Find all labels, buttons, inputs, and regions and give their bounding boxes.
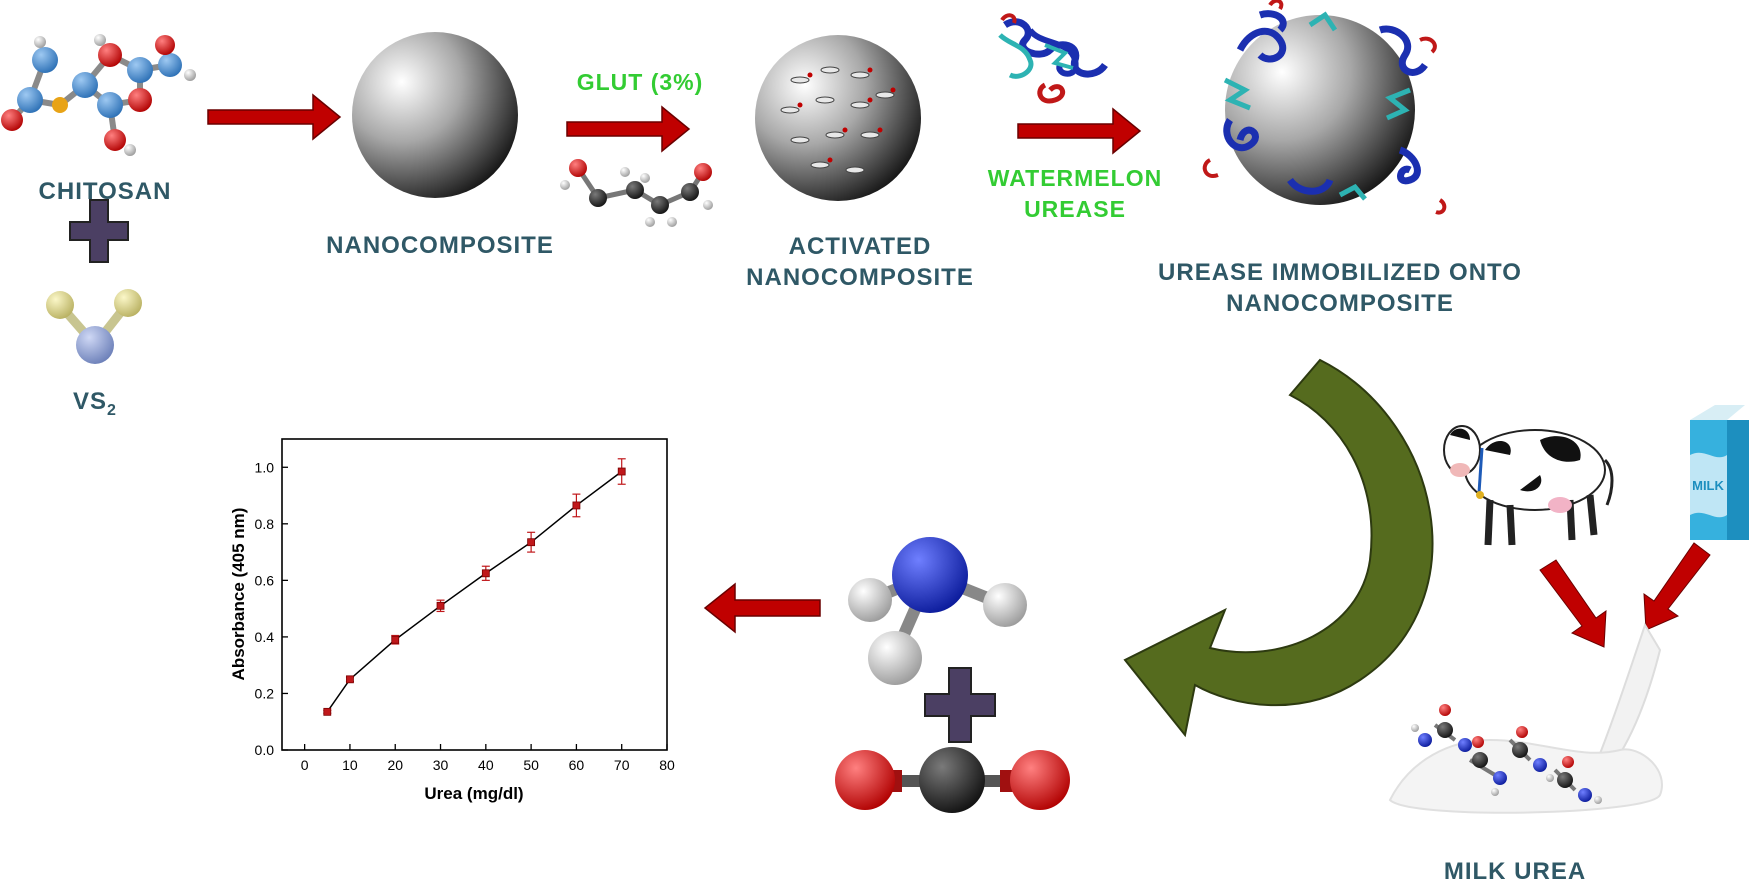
cow-icon bbox=[1443, 425, 1614, 546]
data-markers bbox=[323, 467, 626, 716]
data-point bbox=[617, 467, 626, 476]
x-tick-label: 10 bbox=[342, 757, 358, 773]
data-point bbox=[481, 569, 490, 578]
glutaraldehyde-molecule-icon bbox=[560, 159, 713, 227]
product-to-chart-arrow bbox=[703, 582, 821, 634]
watermelon-urease-label: WATERMELON UREASE bbox=[960, 163, 1190, 225]
error-bars bbox=[323, 458, 626, 714]
milk-carton-label: MILK bbox=[1692, 478, 1724, 493]
urease-enzyme-icon bbox=[998, 13, 1108, 104]
nanocomposite-label: NANOCOMPOSITE bbox=[326, 232, 554, 259]
x-axis: 0 10 20 30 40 50 60 70 80 bbox=[301, 744, 675, 773]
immobilized-label-line2: NANOCOMPOSITE bbox=[1226, 290, 1454, 317]
activated-sphere-icon bbox=[755, 35, 921, 201]
x-tick-label: 40 bbox=[478, 757, 494, 773]
reaction-arrow-3 bbox=[1017, 107, 1142, 155]
vs2-subscript: 2 bbox=[107, 401, 117, 419]
data-point bbox=[346, 675, 354, 684]
x-tick-label: 0 bbox=[301, 757, 309, 773]
x-tick-label: 20 bbox=[387, 757, 403, 773]
plus-icon bbox=[69, 199, 129, 263]
data-point bbox=[391, 635, 400, 644]
co2-molecule-icon bbox=[835, 747, 1070, 813]
x-tick-label: 50 bbox=[523, 757, 539, 773]
activated-label-line2: NANOCOMPOSITE bbox=[746, 264, 974, 291]
immobilized-label: UREASE IMMOBILIZED ONTO NANOCOMPOSITE bbox=[1130, 257, 1550, 319]
curved-arrow-icon bbox=[1123, 358, 1434, 738]
immobilized-sphere-icon bbox=[1202, 0, 1447, 215]
y-tick-label: 0.0 bbox=[255, 742, 275, 758]
immobilized-label-line1: UREASE IMMOBILIZED ONTO bbox=[1158, 259, 1522, 286]
vs2-molecule-icon bbox=[46, 289, 142, 364]
watermelon-label-line2: UREASE bbox=[1024, 196, 1126, 222]
data-point bbox=[527, 538, 536, 547]
x-axis-label: Urea (mg/dl) bbox=[424, 784, 523, 803]
activated-label-line1: ACTIVATED bbox=[788, 233, 932, 260]
y-tick-label: 1.0 bbox=[255, 459, 275, 475]
ammonia-molecule-icon bbox=[848, 537, 1027, 685]
plus-icon-2 bbox=[924, 667, 996, 743]
y-tick-label: 0.4 bbox=[255, 629, 275, 645]
x-tick-label: 70 bbox=[614, 757, 630, 773]
x-tick-label: 30 bbox=[433, 757, 449, 773]
y-tick-label: 0.2 bbox=[255, 685, 275, 701]
y-tick-label: 0.8 bbox=[255, 516, 275, 532]
data-point bbox=[572, 501, 581, 510]
data-point bbox=[323, 707, 332, 716]
y-tick-label: 0.6 bbox=[255, 572, 275, 588]
data-point bbox=[436, 601, 445, 610]
x-tick-label: 80 bbox=[659, 757, 675, 773]
milk-urea-label: MILK UREA bbox=[1443, 858, 1587, 885]
activated-label: ACTIVATED NANOCOMPOSITE bbox=[715, 231, 1005, 293]
vs2-main: VS bbox=[73, 388, 108, 415]
vs2-label: VS2 bbox=[40, 386, 150, 426]
y-axis: 0.0 0.2 0.4 0.6 0.8 1.0 bbox=[255, 459, 288, 758]
milk-splash-icon bbox=[1388, 622, 1663, 814]
reaction-arrow-2 bbox=[566, 105, 691, 153]
chitosan-molecule-icon bbox=[1, 34, 196, 156]
plot-frame bbox=[281, 438, 668, 751]
data-line bbox=[326, 470, 623, 713]
x-tick-label: 60 bbox=[569, 757, 585, 773]
sphere-icon bbox=[352, 32, 518, 198]
cow-to-milk-arrow bbox=[1539, 559, 1607, 648]
glut-label: GLUT (3%) bbox=[576, 69, 704, 95]
reaction-arrow-1 bbox=[207, 93, 342, 141]
chitosan-label: CHITOSAN bbox=[38, 178, 172, 205]
watermelon-label-line1: WATERMELON bbox=[987, 165, 1163, 191]
carton-to-milk-arrow bbox=[1643, 542, 1711, 631]
milk-carton-icon: MILK bbox=[1690, 405, 1749, 540]
y-axis-label: Absorbance (405 nm) bbox=[229, 508, 248, 681]
